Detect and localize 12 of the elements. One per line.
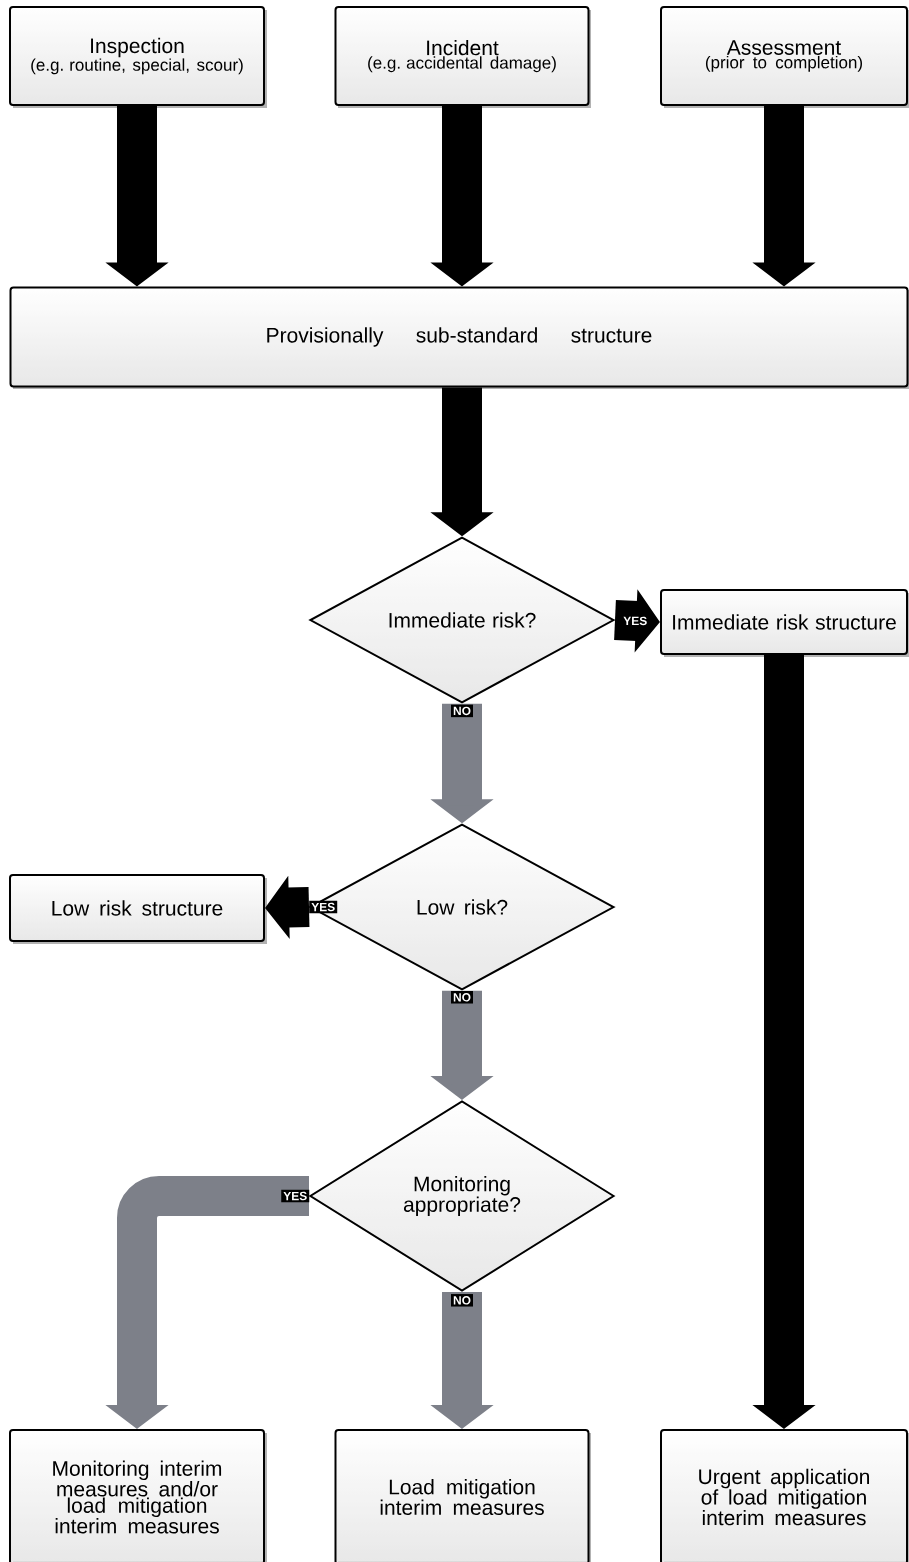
process-box: Provisionally sub-standard structure: [9, 286, 909, 388]
edge-label: NO: [451, 991, 473, 1004]
process-box: Load mitigation interim measures: [334, 1429, 590, 1562]
edge-label: NO: [451, 1294, 473, 1307]
edge-label: YES: [309, 900, 338, 914]
process-box: Urgent application of load mitigation interim measures: [660, 1429, 908, 1562]
process-box: Inspection (e.g. routine, special, scour): [9, 6, 265, 106]
process-box: Incident (e.g. accidental damage): [334, 6, 590, 106]
process-box: Low risk structure: [9, 874, 265, 942]
process-box: Immediate risk structure: [660, 589, 908, 655]
process-box: Assessment (prior to completion): [660, 6, 908, 106]
process-box: Monitoring interim measures and/or load mitigation interim measures: [9, 1429, 265, 1562]
